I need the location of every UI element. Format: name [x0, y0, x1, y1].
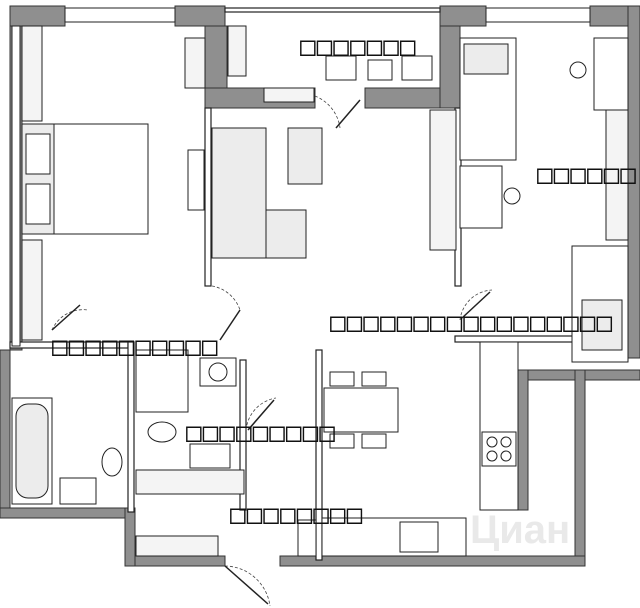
loggia-chair: [401, 55, 433, 81]
door-swing: [224, 565, 271, 607]
partition-top-mid: [224, 7, 441, 13]
chair: [361, 433, 387, 449]
shelf: [263, 87, 315, 103]
kitchen-counter-right: [479, 341, 519, 511]
watermark: Циан: [470, 508, 571, 552]
pillow: [25, 183, 51, 225]
room-label-bedroom-left: □□□□□□□□□□: [52, 332, 219, 362]
window-top-right: [485, 7, 591, 23]
washbasin: [189, 443, 231, 469]
pillow: [463, 43, 509, 75]
window-left: [11, 25, 21, 347]
door-swing: [245, 397, 277, 431]
shower: [135, 349, 189, 413]
wall-top-mid: [174, 5, 226, 27]
door-leaf: [219, 309, 241, 341]
sofa: [211, 127, 267, 259]
window-top-left: [64, 7, 176, 23]
door-swing: [211, 285, 241, 311]
wall-top-left: [9, 5, 66, 27]
cabinet: [135, 469, 245, 495]
chair: [503, 187, 521, 205]
shoe-rack: [135, 535, 219, 557]
washbasin: [59, 477, 97, 505]
door-leaf: [461, 291, 491, 319]
wall-kitchen-bottom: [279, 555, 586, 567]
stove: [481, 431, 517, 467]
wardrobe-left: [21, 25, 43, 122]
partition-kitchen-left: [315, 349, 323, 561]
partition-bedroom-left: [204, 107, 212, 287]
sink: [399, 521, 439, 553]
loggia-chair: [325, 55, 357, 81]
loggia-table: [367, 59, 393, 81]
desk-right-mid: [459, 165, 503, 229]
pillow: [25, 133, 51, 175]
coffee-table: [287, 127, 323, 185]
door-swing: [314, 95, 341, 129]
wall-entry-bottom: [124, 555, 226, 567]
door-swing: [459, 289, 493, 321]
room-label-bedroom-right: □□□□□□: [537, 160, 637, 190]
sofa-chaise: [265, 209, 307, 259]
door-leaf: [224, 565, 269, 605]
desk-left: [187, 149, 205, 211]
kitchen-counter-bottom: [321, 517, 467, 557]
cabinet: [227, 25, 247, 77]
desk-right-top: [593, 37, 629, 111]
chair: [361, 371, 387, 387]
shelf: [184, 37, 206, 89]
chair: [329, 433, 355, 449]
wall-bottom: [0, 507, 136, 519]
partition-wc: [127, 341, 135, 513]
wardrobe-left-lower: [21, 239, 43, 341]
chair: [329, 371, 355, 387]
room-label-bathroom: □□□□□□□□□: [186, 418, 336, 448]
toilet: [101, 447, 123, 477]
shelf: [429, 109, 457, 251]
room-label-living-kitchen: □□□□□□□□□□□□□□□□□: [330, 308, 614, 338]
door-leaf: [335, 99, 361, 129]
chair: [569, 61, 587, 79]
dining-table: [323, 387, 399, 433]
fridge: [297, 519, 317, 557]
room-label-loggia: □□□□□□□: [300, 32, 417, 62]
partition-bath-right: [239, 359, 247, 511]
door-leaf: [247, 399, 275, 431]
wall-entry-left: [124, 507, 136, 567]
door-swing: [51, 309, 89, 331]
wall-right-step: [517, 369, 529, 511]
wall-kitchen-right: [574, 369, 586, 567]
pillow: [581, 299, 623, 351]
room-label-hallway: □□□□□□□□: [230, 500, 364, 530]
toilet: [147, 421, 177, 443]
wall-bottom-left: [0, 349, 11, 511]
door-leaf: [51, 304, 81, 331]
wall-loggia-right: [439, 25, 461, 109]
wall-top-right: [439, 5, 487, 27]
